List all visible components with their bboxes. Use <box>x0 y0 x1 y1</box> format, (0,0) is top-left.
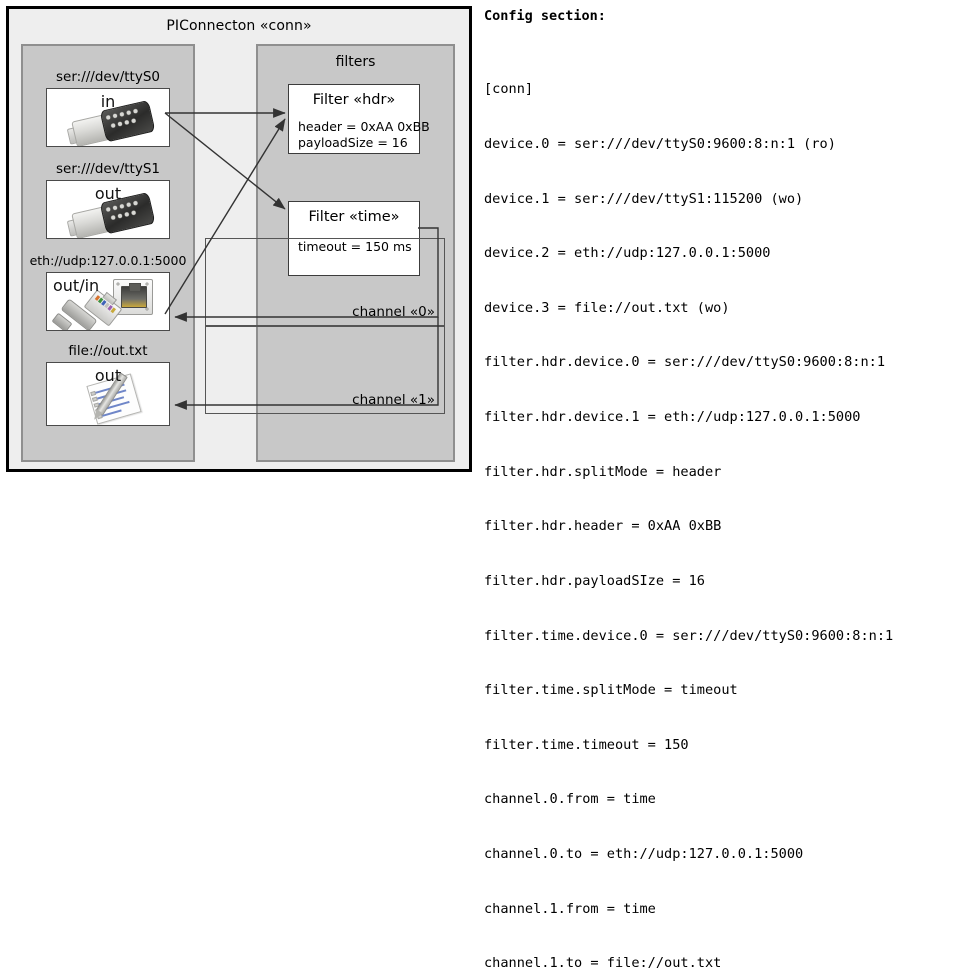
config-line: filter.time.timeout = 150 <box>484 736 689 753</box>
device-label: eth://udp:127.0.0.1:5000 <box>29 253 187 268</box>
diagram-title: PIConnecton «conn» <box>166 18 312 34</box>
ethernet-jack-icon <box>47 273 169 330</box>
filter-property: header = 0xAA 0xBB <box>298 119 430 134</box>
device-label: ser:///dev/ttyS0 <box>56 69 160 85</box>
config-pane: Config section: [conn] device.0 = ser://… <box>482 0 964 968</box>
device-io-label: out <box>94 184 122 203</box>
device-box-eth[interactable]: out/in <box>46 272 170 331</box>
config-line: device.3 = file://out.txt (wo) <box>484 299 730 316</box>
filter-box-hdr[interactable]: Filter «hdr» header = 0xAA 0xBB payloadS… <box>288 84 430 154</box>
config-line: device.0 = ser:///dev/ttyS0:9600:8:n:1 (… <box>484 136 836 153</box>
config-line: filter.hdr.payloadSIze = 16 <box>484 572 705 589</box>
config-line: filter.hdr.device.0 = ser:///dev/ttyS0:9… <box>484 354 886 371</box>
config-line: channel.1.from = time <box>484 900 656 917</box>
channel-label: channel «0» <box>352 304 435 320</box>
config-line: filter.hdr.device.1 = eth://udp:127.0.0.… <box>484 409 861 426</box>
channel-label: channel «1» <box>352 392 435 408</box>
filters-panel: filters Filter «hdr» header = 0xAA 0xBB … <box>205 44 455 462</box>
config-line: filter.hdr.splitMode = header <box>484 463 722 480</box>
device-group-file: file://out.txt out <box>23 342 193 426</box>
device-label: file://out.txt <box>68 343 148 359</box>
filter-title: Filter «hdr» <box>312 92 396 108</box>
config-line: filter.time.device.0 = ser:///dev/ttyS0:… <box>484 627 894 644</box>
device-io-label: in <box>100 92 116 111</box>
config-line: channel.0.to = eth://udp:127.0.0.1:5000 <box>484 845 804 862</box>
device-io-label: out/in <box>53 276 100 295</box>
filter-property: payloadSize = 16 <box>298 135 408 150</box>
config-line: channel.1.to = file://out.txt <box>484 955 722 968</box>
config-line: [conn] <box>484 81 534 98</box>
device-box-ttys0[interactable]: in <box>46 88 170 147</box>
config-lines: [conn] device.0 = ser:///dev/ttyS0:9600:… <box>484 44 893 968</box>
channel-region-1: channel «1» <box>205 326 445 414</box>
device-box-ttys1[interactable]: out <box>46 180 170 239</box>
channel-region-0: channel «0» <box>205 238 445 326</box>
config-line: device.1 = ser:///dev/ttyS1:115200 (wo) <box>484 190 804 207</box>
filters-panel-title: filters <box>335 54 376 70</box>
device-box-file[interactable]: out <box>46 362 170 426</box>
device-group-eth: eth://udp:127.0.0.1:5000 out/in <box>23 252 193 331</box>
config-heading: Config section: <box>484 8 606 24</box>
device-group-ttys0: ser:///dev/ttyS0 in <box>23 68 193 147</box>
config-line: channel.0.from = time <box>484 791 656 808</box>
config-line: device.2 = eth://udp:127.0.0.1:5000 <box>484 245 771 262</box>
config-line: filter.time.splitMode = timeout <box>484 682 738 699</box>
config-line: filter.hdr.header = 0xAA 0xBB <box>484 518 722 535</box>
diagram-outer-frame: PIConnecton «conn» ser:///dev/ttyS0 in <box>6 6 472 472</box>
devices-panel: ser:///dev/ttyS0 in ser:///dev/ <box>21 44 195 462</box>
device-group-ttys1: ser:///dev/ttyS1 out <box>23 160 193 239</box>
device-label: ser:///dev/ttyS1 <box>56 161 160 177</box>
filter-title: Filter «time» <box>308 209 400 225</box>
device-io-label: out <box>94 366 122 385</box>
